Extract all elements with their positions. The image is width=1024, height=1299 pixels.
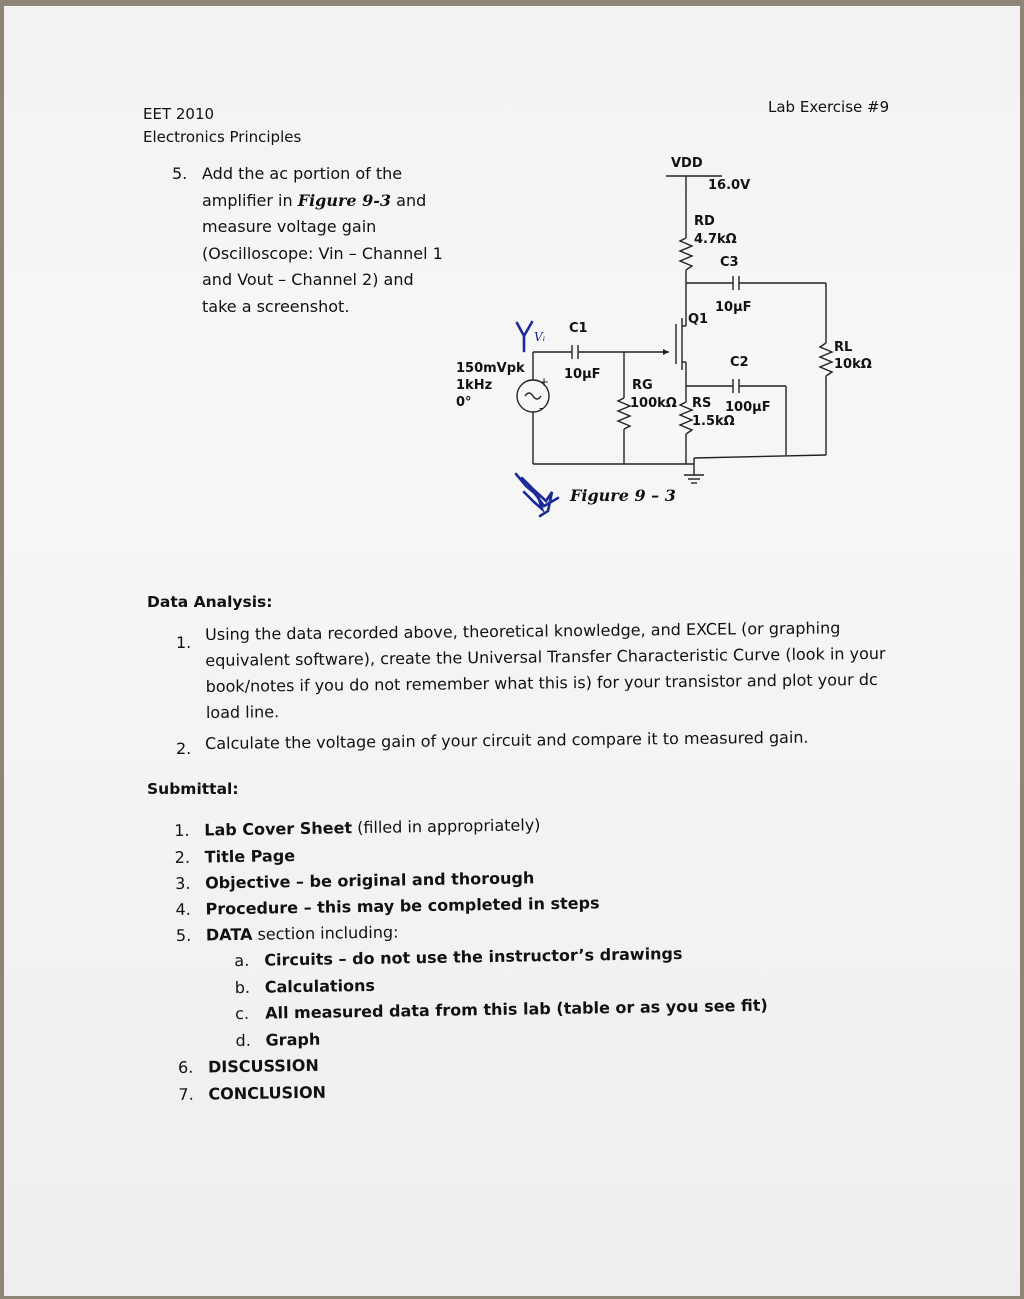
submittal-subitem: Circuits – do not use the instructor’s d… <box>264 944 683 970</box>
list-number: 2. <box>174 847 191 867</box>
list-number: 5. <box>175 925 192 945</box>
rl-resistor <box>818 342 834 377</box>
data-analysis-item-1: Using the data recorded above, theoretic… <box>205 618 886 729</box>
course-code: EET 2010 <box>143 105 215 123</box>
course-name: Electronics Principles <box>143 128 302 146</box>
source-frequency: 1kHz <box>456 378 493 393</box>
step5-text-run: amplifier in <box>202 190 298 210</box>
submittal-item: Objective – be original and thorough <box>204 868 535 893</box>
source-phase: 0° <box>456 395 472 410</box>
c2-value: 100µF <box>725 400 771 415</box>
submittal-subitem: All measured data from this lab (table o… <box>265 995 768 1023</box>
rs-label: RS <box>692 396 712 411</box>
list-number: 1. <box>174 820 190 840</box>
rd-resistor <box>678 237 694 271</box>
vdd-value: 16.0V <box>708 178 751 193</box>
step5-line: (Oscilloscope: Vin – Channel 1 <box>202 243 443 263</box>
rs-resistor <box>678 401 694 435</box>
c1-value: 10µF <box>564 367 601 382</box>
submittal-item: DATA section including: <box>206 922 399 944</box>
figure-reference: Figure 9-3 <box>297 190 392 210</box>
step5-line: amplifier in Figure 9-3 and <box>202 188 443 215</box>
submittal-item: CONCLUSION <box>208 1082 327 1104</box>
list-number: 4. <box>175 899 191 919</box>
rd-value: 4.7kΩ <box>694 232 737 247</box>
item-text: section including: <box>252 922 399 944</box>
data-analysis-heading: Data Analysis: <box>147 593 273 611</box>
c2-label: C2 <box>730 355 749 370</box>
submittal-subitem: Calculations <box>264 975 376 997</box>
list-number: 7. <box>178 1084 194 1104</box>
step5-line: measure voltage gain <box>202 217 377 236</box>
item-text: (filled in appropriately) <box>351 815 541 838</box>
step-number: 5. <box>172 164 188 183</box>
submittal-heading: Submittal: <box>147 780 239 798</box>
figure-caption: Figure 9 – 3 <box>570 486 676 505</box>
sub-letter: c. <box>235 1003 250 1024</box>
c1-label: C1 <box>569 321 588 336</box>
sub-letter: b. <box>234 977 251 998</box>
gate-arrow <box>663 349 669 355</box>
rg-label: RG <box>632 378 653 393</box>
handwritten-ground-scribble <box>514 472 545 513</box>
rg-value: 100kΩ <box>630 396 677 411</box>
step5-line: and Vout – Channel 2) and <box>202 270 414 289</box>
rl-label: RL <box>834 340 853 355</box>
sine-symbol <box>524 392 542 400</box>
source-amplitude: 150mVpk <box>456 361 525 376</box>
submittal-list: 1. Lab Cover Sheet (filled in appropriat… <box>174 803 768 1112</box>
list-number: 1. <box>176 633 192 652</box>
data-analysis-item-2: Calculate the voltage gain of your circu… <box>205 727 809 753</box>
q1-label: Q1 <box>688 312 709 327</box>
submittal-item: Procedure – this may be completed in ste… <box>205 893 600 919</box>
list-number: 3. <box>174 873 191 893</box>
sub-letter: d. <box>235 1030 251 1051</box>
c3-label: C3 <box>720 255 739 270</box>
circuit-schematic: + - <box>514 175 834 518</box>
handwritten-vin-mark <box>515 320 534 339</box>
lab-page: EET 2010 Electronics Principles Lab Exer… <box>4 6 1020 1296</box>
rs-value: 1.5kΩ <box>692 414 735 429</box>
svg-text:+: + <box>539 375 549 389</box>
step5-text: Add the ac portion of the amplifier in F… <box>202 161 443 320</box>
rd-label: RD <box>694 214 715 229</box>
list-number: 6. <box>177 1057 194 1077</box>
step5-line: Add the ac portion of the <box>202 164 403 183</box>
submittal-subitem: Graph <box>265 1029 321 1050</box>
rl-value: 10kΩ <box>834 357 872 372</box>
handwritten-vin-label: Vᵢ <box>534 330 546 344</box>
submittal-item: DISCUSSION <box>207 1055 319 1077</box>
item-bold-text: DATA <box>205 924 253 945</box>
item-bold-text: Lab Cover Sheet <box>204 818 353 840</box>
submittal-item: Lab Cover Sheet (filled in appropriately… <box>204 815 540 839</box>
list-number: 2. <box>176 739 192 758</box>
rg-resistor <box>616 397 632 430</box>
vdd-label: VDD <box>671 156 703 171</box>
submittal-item: Title Page <box>204 846 296 867</box>
exercise-title: Lab Exercise #9 <box>768 98 890 116</box>
step5-text-run: and <box>391 190 427 210</box>
sub-letter: a. <box>234 950 250 971</box>
c3-value: 10µF <box>715 300 752 315</box>
svg-text:-: - <box>539 401 543 415</box>
step5-line: take a screenshot. <box>202 296 350 316</box>
